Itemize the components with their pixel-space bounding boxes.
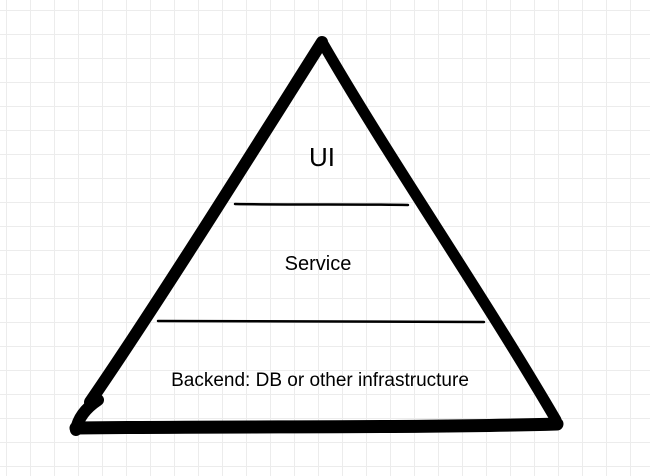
layer-label-service: Service xyxy=(284,253,352,275)
pyramid-base-hook xyxy=(70,394,104,436)
layer-label-backend: Backend: DB or other infrastructure xyxy=(171,370,469,391)
layer-label-ui: UI xyxy=(309,142,335,172)
pyramid-left-edge xyxy=(84,36,328,408)
layer-divider-top xyxy=(233,202,410,207)
pyramid-right-edge xyxy=(316,36,562,426)
pyramid-base xyxy=(69,417,564,435)
layer-divider-bottom xyxy=(156,319,486,324)
